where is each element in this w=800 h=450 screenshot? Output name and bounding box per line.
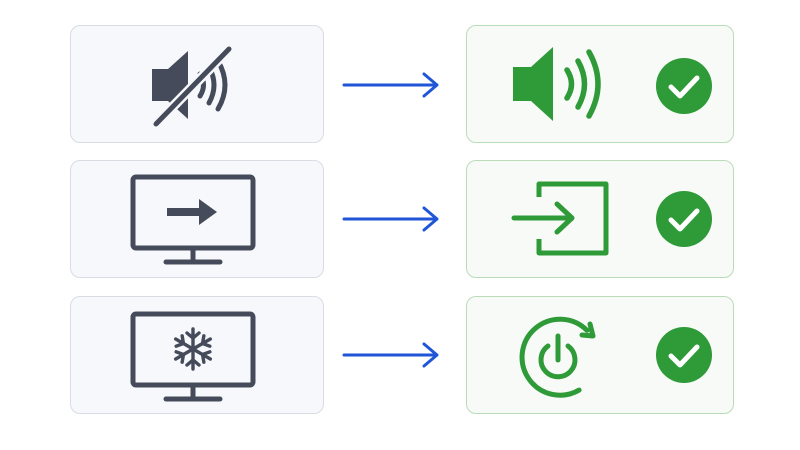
arrow-right-icon (342, 342, 439, 368)
arrow-right-icon (342, 206, 439, 232)
check-circle-icon (656, 327, 712, 383)
fix-card-restart (466, 296, 734, 414)
problem-card-muted (70, 25, 324, 143)
problem-card-input (70, 160, 324, 278)
fix-card-input-source (466, 160, 734, 278)
check-circle-icon (656, 58, 712, 114)
speaker-muted-icon (151, 44, 234, 128)
power-restart-icon (519, 316, 596, 398)
monitor-frozen-icon (130, 311, 256, 402)
fix-card-unmute (466, 25, 734, 143)
check-circle-icon (656, 191, 712, 247)
speaker-on-icon (513, 47, 601, 121)
monitor-input-icon (130, 174, 256, 265)
input-source-icon (511, 181, 609, 256)
problem-card-frozen (70, 296, 324, 414)
arrow-right-icon (342, 72, 439, 98)
